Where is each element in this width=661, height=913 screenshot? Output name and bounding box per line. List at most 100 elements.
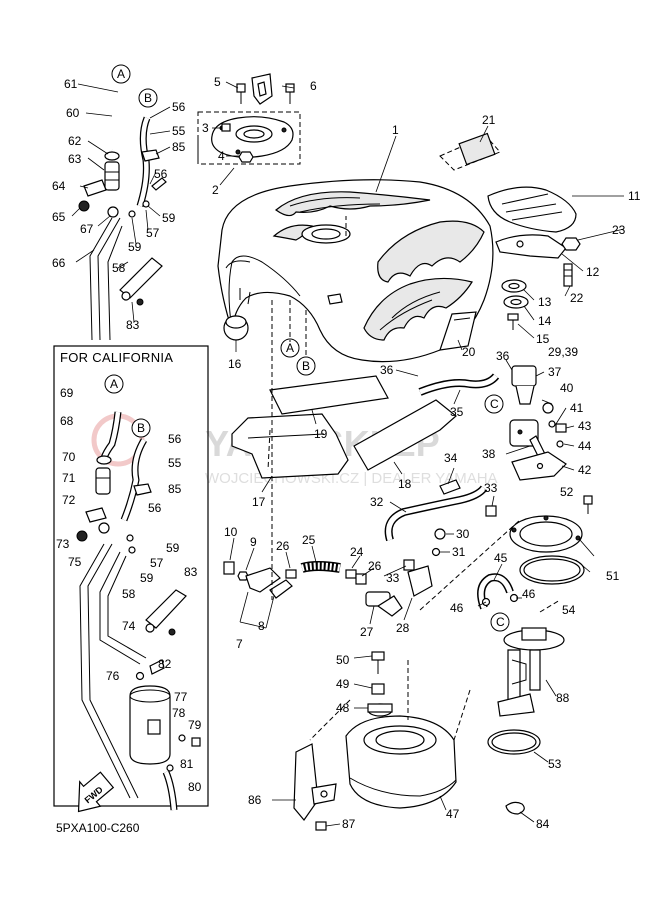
part-label-61: 61	[64, 77, 78, 91]
part-label-65: 65	[52, 210, 66, 224]
part-label-43: 43	[578, 419, 592, 433]
part-label-76: 76	[106, 669, 120, 683]
part-label-77: 77	[174, 690, 188, 704]
part-label-83-ca: 83	[184, 565, 198, 579]
part-label-9: 9	[250, 535, 257, 549]
part-label-56-ca: 56	[168, 432, 182, 446]
fuel-tank	[217, 179, 494, 363]
part-label-68: 68	[60, 414, 74, 428]
part-label-66: 66	[52, 256, 66, 270]
part-label-75: 75	[68, 555, 82, 569]
callout-circles: A B A B A B C C	[104, 64, 510, 632]
part-label-64: 64	[52, 179, 66, 193]
fuel-cap-assembly	[197, 73, 301, 165]
part-label-48: 48	[336, 701, 350, 715]
california-section: FOR CALIFORNIA	[53, 345, 209, 813]
part-label-16: 16	[228, 357, 242, 371]
fwd-arrow-icon	[77, 771, 115, 813]
part-label-50: 50	[336, 653, 350, 667]
part-label-67: 67	[80, 222, 94, 236]
part-label-59-ca: 59	[166, 541, 180, 555]
part-label-53: 53	[548, 757, 562, 771]
part-label-30: 30	[456, 527, 470, 541]
part-label-73: 73	[56, 537, 70, 551]
part-label-86: 86	[248, 793, 262, 807]
part-label-60: 60	[66, 106, 80, 120]
part-label-56-top: 56	[172, 100, 186, 114]
callout-a-top: A	[117, 67, 125, 81]
part-label-6: 6	[310, 79, 317, 93]
part-label-46-a: 46	[450, 601, 464, 615]
part-label-83-top: 83	[126, 318, 140, 332]
part-label-19: 19	[314, 427, 328, 441]
part-label-70: 70	[62, 450, 76, 464]
part-label-59-top: 59	[162, 211, 176, 225]
callout-b-top: B	[144, 91, 152, 105]
part-label-57-top: 57	[146, 226, 160, 240]
part-label-41: 41	[570, 401, 584, 415]
part-label-59-ca-b: 59	[140, 571, 154, 585]
part-label-33-b: 33	[386, 571, 400, 585]
part-label-28: 28	[396, 621, 410, 635]
part-label-10: 10	[224, 525, 238, 539]
part-label-13: 13	[538, 295, 552, 309]
part-label-31: 31	[452, 545, 466, 559]
leader-lines	[71, 81, 625, 827]
callout-c-lower: C	[496, 615, 505, 629]
part-label-57-ca: 57	[150, 556, 164, 570]
part-label-8: 8	[258, 619, 265, 633]
part-label-56-top-b: 56	[154, 167, 168, 181]
part-label-38: 38	[482, 447, 496, 461]
part-label-85-top: 85	[172, 140, 186, 154]
part-label-27: 27	[360, 625, 374, 639]
part-label-52: 52	[560, 485, 574, 499]
part-label-17: 17	[252, 495, 266, 509]
part-label-33-a: 33	[484, 481, 498, 495]
part-label-81: 81	[180, 757, 194, 771]
part-label-1: 1	[392, 123, 399, 137]
part-label-5: 5	[214, 75, 221, 89]
part-label-47: 47	[446, 807, 460, 821]
part-label-37: 37	[548, 365, 562, 379]
part-label-29-39: 29,39	[548, 345, 578, 359]
part-label-56-ca-b: 56	[148, 501, 162, 515]
part-label-11: 11	[628, 189, 641, 203]
part-label-14: 14	[538, 314, 552, 328]
part-label-18: 18	[398, 477, 412, 491]
rear-bracket-parts	[223, 132, 581, 351]
fuel-pump-hoses	[223, 365, 567, 617]
fuel-pump-assembly	[477, 495, 593, 755]
part-label-42: 42	[578, 463, 592, 477]
part-label-58-ca: 58	[122, 587, 136, 601]
callout-a-tank: A	[286, 341, 294, 355]
part-label-20: 20	[462, 345, 476, 359]
part-label-88: 88	[556, 691, 570, 705]
part-label-44: 44	[578, 439, 592, 453]
part-label-58-top: 58	[112, 261, 126, 275]
part-label-55-ca: 55	[168, 456, 182, 470]
part-label-4: 4	[218, 149, 225, 163]
part-label-24: 24	[350, 545, 364, 559]
part-label-55-top: 55	[172, 124, 186, 138]
part-label-26-a: 26	[276, 539, 290, 553]
part-number-labels: 61 60 62 63 64 65 67 66 58 83 56 55 85 5…	[52, 75, 641, 831]
part-label-69: 69	[60, 386, 74, 400]
part-label-34: 34	[444, 451, 458, 465]
part-label-71: 71	[62, 471, 76, 485]
part-label-35: 35	[450, 405, 464, 419]
part-label-87: 87	[342, 817, 356, 831]
part-label-62: 62	[68, 134, 82, 148]
part-label-32: 32	[370, 495, 384, 509]
callout-b-tank: B	[302, 359, 310, 373]
part-label-2: 2	[212, 183, 219, 197]
part-label-79: 79	[188, 718, 202, 732]
part-label-7: 7	[236, 637, 243, 651]
part-label-59-top-b: 59	[128, 240, 142, 254]
tank-damper-pads	[231, 375, 457, 479]
part-label-51: 51	[606, 569, 620, 583]
callout-b-california: B	[137, 421, 145, 435]
part-label-36-a: 36	[380, 363, 394, 377]
part-label-21: 21	[482, 113, 496, 127]
part-label-36-b: 36	[496, 349, 510, 363]
